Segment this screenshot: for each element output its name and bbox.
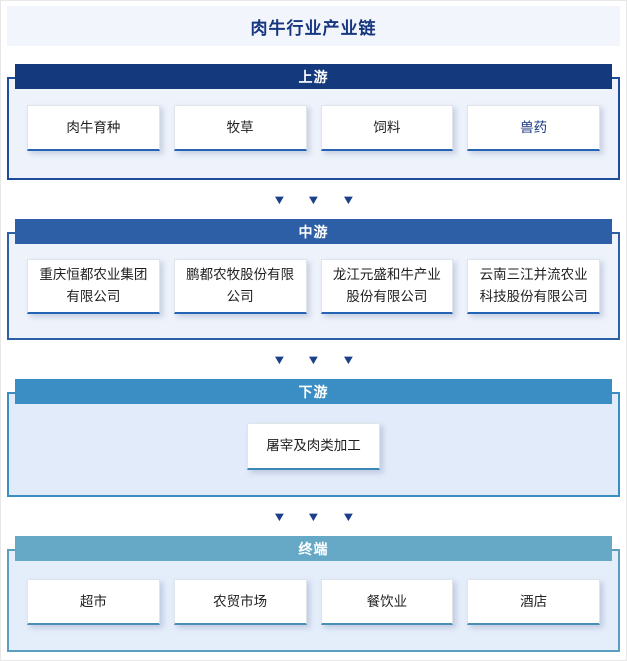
item-label: 牧草 (226, 119, 254, 135)
item-label: 兽药 (520, 119, 548, 135)
diagram-title-bar: 肉牛行业产业链 (7, 6, 620, 46)
item-label: 餐饮业 (366, 593, 408, 609)
item-box-veterinary-medicine: 兽药 (467, 105, 600, 151)
item-box-company-longjiang: 龙江元盛和牛产业股份有限公司 (320, 259, 454, 314)
item-label: 云南三江并流农业科技股份有限公司 (479, 267, 588, 304)
flow-arrows-2: ▼ ▼ ▼ (1, 352, 626, 367)
item-box-hotel: 酒店 (467, 579, 600, 625)
down-arrow-icon: ▼ (306, 352, 321, 367)
section-downstream-header: 下游 (15, 379, 612, 404)
item-label: 屠宰及肉类加工 (266, 438, 361, 453)
down-arrow-icon: ▼ (271, 192, 287, 207)
flow-arrows-3: ▼ ▼ ▼ (1, 509, 626, 524)
down-arrow-icon: ▼ (306, 509, 321, 524)
item-box-forage: 牧草 (173, 105, 307, 151)
item-label: 超市 (79, 593, 107, 609)
section-midstream: 中游 重庆恒都农业集团有限公司 鹏都农牧股份有限公司 龙江元盛和牛产业股份有限公… (7, 219, 620, 340)
item-label: 鹏都农牧股份有限公司 (186, 267, 295, 304)
section-upstream-body: 肉牛育种 牧草 饲料 兽药 (7, 77, 620, 180)
section-terminal-body: 超市 农贸市场 餐饮业 酒店 (7, 549, 620, 652)
section-midstream-body: 重庆恒都农业集团有限公司 鹏都农牧股份有限公司 龙江元盛和牛产业股份有限公司 云… (7, 232, 620, 340)
item-label: 龙江元盛和牛产业股份有限公司 (332, 267, 441, 304)
item-label: 饲料 (373, 119, 401, 135)
item-box-feed: 饲料 (320, 105, 454, 151)
section-terminal-header: 终端 (15, 536, 612, 561)
item-box-slaughter-processing: 屠宰及肉类加工 (247, 423, 380, 470)
flow-arrows-1: ▼ ▼ ▼ (1, 192, 626, 207)
item-box-company-pengdu: 鹏都农牧股份有限公司 (173, 259, 307, 314)
down-arrow-icon: ▼ (271, 352, 287, 367)
item-label: 重庆恒都农业集团有限公司 (39, 267, 148, 304)
section-upstream-label: 上游 (298, 68, 329, 85)
down-arrow-icon: ▼ (340, 192, 356, 207)
diagram-title: 肉牛行业产业链 (250, 18, 377, 38)
section-midstream-header: 中游 (15, 219, 612, 244)
section-midstream-label: 中游 (298, 223, 329, 240)
downstream-item-row: 屠宰及肉类加工 (9, 394, 618, 495)
item-label: 酒店 (520, 593, 548, 609)
section-downstream: 下游 屠宰及肉类加工 (7, 379, 620, 497)
section-downstream-label: 下游 (298, 383, 329, 400)
down-arrow-icon: ▼ (271, 509, 287, 524)
down-arrow-icon: ▼ (306, 192, 321, 207)
terminal-item-row: 超市 农贸市场 餐饮业 酒店 (9, 551, 618, 650)
upstream-item-row: 肉牛育种 牧草 饲料 兽药 (9, 79, 618, 178)
item-box-company-yunnan: 云南三江并流农业科技股份有限公司 (467, 259, 600, 314)
down-arrow-icon: ▼ (340, 352, 356, 367)
item-box-catering: 餐饮业 (320, 579, 454, 625)
section-terminal-label: 终端 (298, 540, 329, 557)
item-box-company-hengdu: 重庆恒都农业集团有限公司 (27, 259, 160, 314)
midstream-item-row: 重庆恒都农业集团有限公司 鹏都农牧股份有限公司 龙江元盛和牛产业股份有限公司 云… (9, 234, 618, 338)
item-label: 农贸市场 (213, 593, 268, 609)
item-box-cattle-breeding: 肉牛育种 (27, 105, 160, 151)
down-arrow-icon: ▼ (340, 509, 356, 524)
section-terminal: 终端 超市 农贸市场 餐饮业 酒店 (7, 536, 620, 652)
section-upstream: 上游 肉牛育种 牧草 饲料 兽药 (7, 64, 620, 180)
section-upstream-header: 上游 (15, 64, 612, 89)
item-label: 肉牛育种 (66, 119, 121, 135)
item-box-supermarket: 超市 (27, 579, 160, 625)
item-box-farmers-market: 农贸市场 (173, 579, 307, 625)
section-downstream-body: 屠宰及肉类加工 (7, 392, 620, 497)
